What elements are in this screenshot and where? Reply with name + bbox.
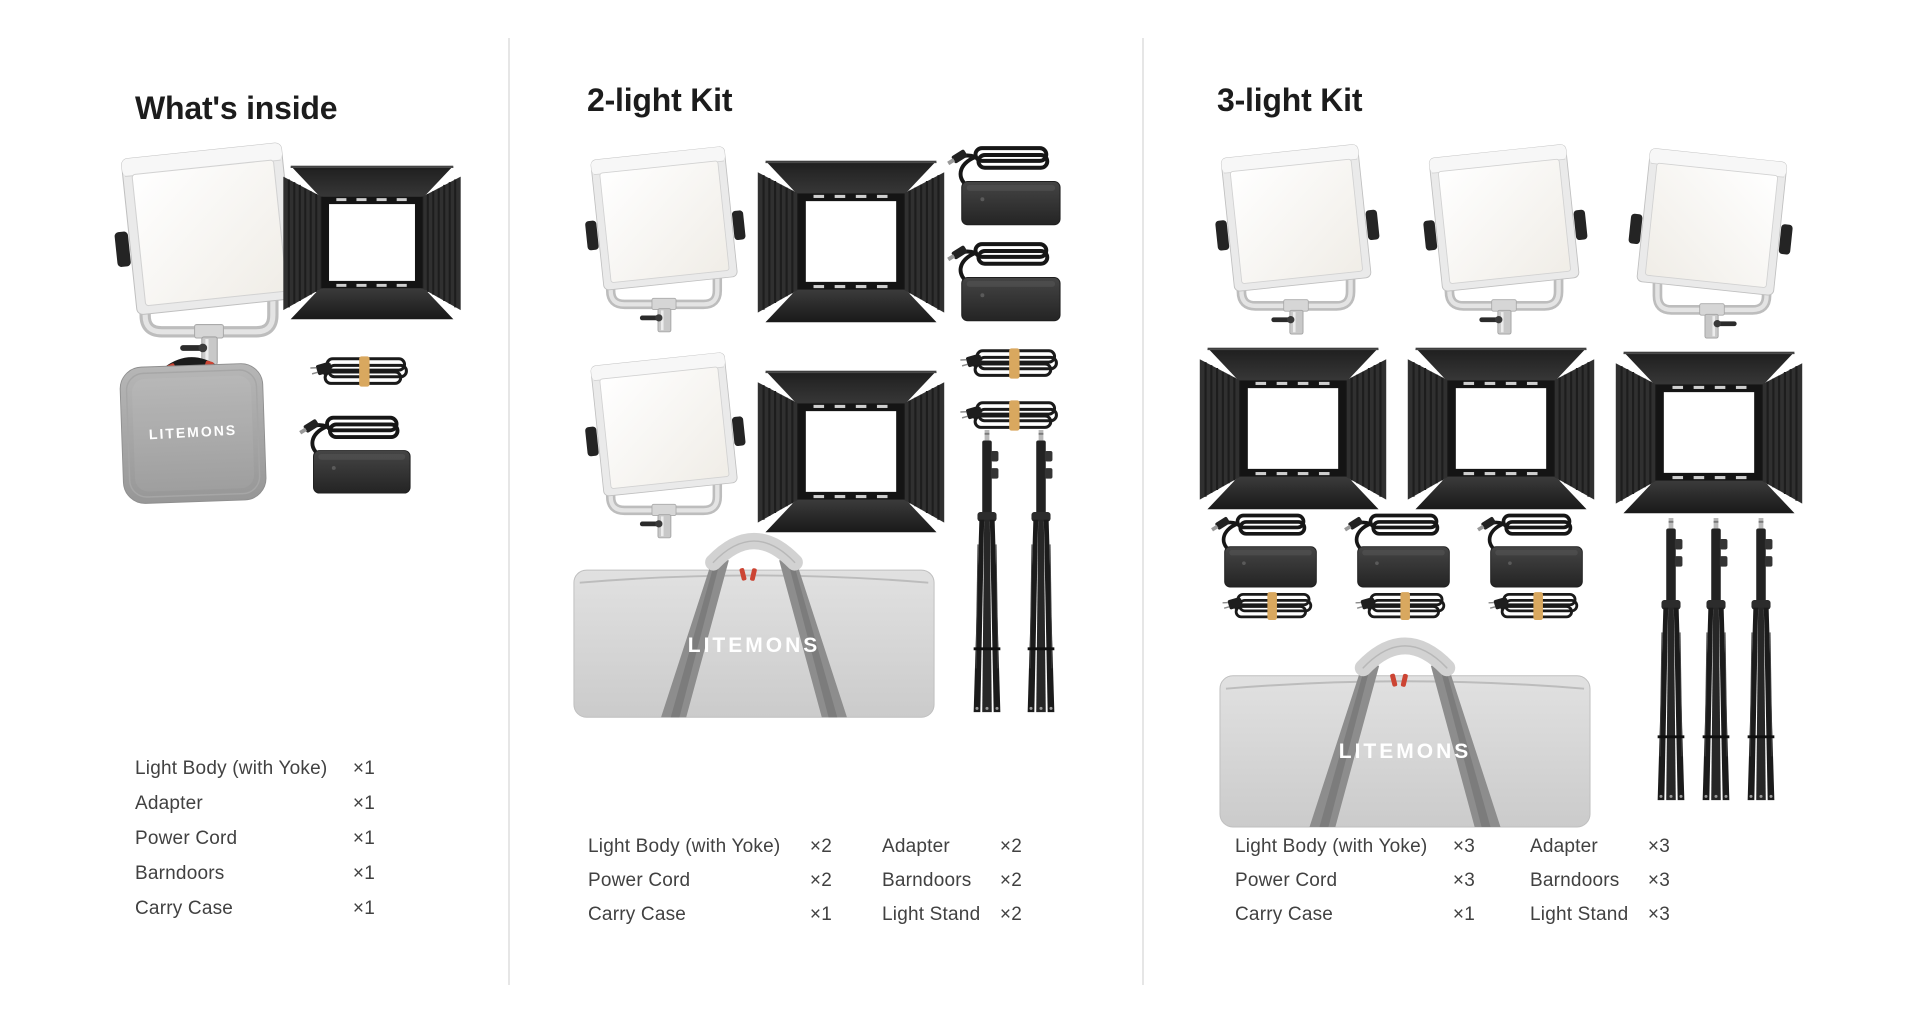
- kit-item-label: Adapter: [1530, 836, 1598, 857]
- kit-item-qty: ×2: [999, 904, 1022, 925]
- power-cord-image: [960, 398, 1064, 434]
- light-body-image: [1208, 142, 1384, 336]
- kit-item-qty: ×3: [1452, 870, 1475, 891]
- panel-divider: [508, 38, 510, 985]
- carry-bag-image: [570, 512, 938, 725]
- panel-title: 2-light Kit: [587, 82, 733, 118]
- light-stand-image: [966, 430, 1008, 716]
- adapter-image: [1476, 508, 1586, 589]
- kit-item-label: Power Cord: [588, 870, 691, 891]
- kit-item-qty: ×1: [352, 828, 375, 849]
- barndoors-image: [276, 160, 468, 325]
- kit-item-row: Adapter ×1: [135, 793, 375, 828]
- kit-item-label: Power Cord: [135, 828, 238, 849]
- kit-item-label: Light Stand: [1530, 904, 1629, 925]
- kit-item-label: Carry Case: [135, 898, 234, 919]
- items-list-col2: Adapter ×2 Barndoors ×2 Light Stand ×2: [882, 836, 1022, 938]
- items-list-col1: Light Body (with Yoke) ×2 Power Cord ×2 …: [588, 836, 832, 938]
- kit-item-qty: ×3: [1647, 870, 1670, 891]
- light-stand-image: [1695, 518, 1737, 804]
- barndoors-image: [1192, 342, 1394, 515]
- kit-item-label: Adapter: [882, 836, 950, 857]
- kit-item-label: Carry Case: [588, 904, 687, 925]
- light-stand-image: [1740, 518, 1782, 804]
- light-body-image: [1416, 142, 1592, 336]
- kit-item-qty: ×2: [999, 870, 1022, 891]
- kit-item-qty: ×2: [809, 836, 832, 857]
- kit-item-row: Light Body (with Yoke) ×2: [588, 836, 832, 870]
- kit-item-label: Light Stand: [882, 904, 981, 925]
- kit-item-label: Power Cord: [1235, 870, 1338, 891]
- kit-item-label: Adapter: [135, 793, 203, 814]
- panel-divider: [1142, 38, 1144, 985]
- litemons-logo: LITEMONS: [687, 634, 821, 657]
- kit-item-row: Power Cord ×1: [135, 828, 375, 863]
- kit-item-row: Power Cord ×2: [588, 870, 832, 904]
- kit-item-row: Light Stand ×3: [1530, 904, 1670, 938]
- items-list: Light Body (with Yoke) ×1 Adapter ×1 Pow…: [135, 758, 375, 933]
- kit-item-label: Light Body (with Yoke): [1235, 836, 1428, 857]
- light-body-image: [578, 144, 750, 334]
- items-list-col2: Adapter ×3 Barndoors ×3 Light Stand ×3: [1530, 836, 1670, 938]
- kit-item-row: Barndoors ×1: [135, 863, 375, 898]
- kit-item-qty: ×1: [352, 758, 375, 779]
- light-stand-image: [1650, 518, 1692, 804]
- kit-item-qty: ×3: [1647, 836, 1670, 857]
- kit-item-row: Barndoors ×3: [1530, 870, 1670, 904]
- kit-item-label: Carry Case: [1235, 904, 1334, 925]
- kit-item-label: Barndoors: [1530, 870, 1620, 891]
- barndoors-image: [1608, 346, 1810, 519]
- kit-item-row: Carry Case ×1: [1235, 904, 1475, 938]
- panel-title: What's inside: [135, 90, 338, 126]
- adapter-image: [298, 410, 414, 495]
- kit-item-qty: ×2: [999, 836, 1022, 857]
- kit-item-row: Light Body (with Yoke) ×1: [135, 758, 375, 793]
- adapter-image: [946, 236, 1064, 323]
- litemons-logo: LITEMONS: [1338, 740, 1472, 763]
- kit-item-row: Adapter ×2: [882, 836, 1022, 870]
- kit-item-label: Barndoors: [882, 870, 972, 891]
- kit-item-qty: ×1: [352, 863, 375, 884]
- light-stand-image: [1020, 430, 1062, 716]
- carry-bag-image: [1216, 616, 1594, 835]
- adapter-image: [946, 140, 1064, 227]
- kit-item-label: Barndoors: [135, 863, 225, 884]
- barndoors-image: [1400, 342, 1602, 515]
- kit-item-qty: ×1: [352, 793, 375, 814]
- kit-item-qty: ×1: [809, 904, 832, 925]
- kit-item-row: Barndoors ×2: [882, 870, 1022, 904]
- light-body-image: [1624, 146, 1800, 340]
- items-list-col1: Light Body (with Yoke) ×3 Power Cord ×3 …: [1235, 836, 1475, 938]
- kit-item-qty: ×2: [809, 870, 832, 891]
- kit-item-row: Adapter ×3: [1530, 836, 1670, 870]
- kit-item-label: Light Body (with Yoke): [135, 758, 328, 779]
- kit-item-qty: ×3: [1452, 836, 1475, 857]
- kit-item-row: Light Stand ×2: [882, 904, 1022, 938]
- barndoors-image: [750, 155, 952, 328]
- kit-item-label: Light Body (with Yoke): [588, 836, 781, 857]
- power-cord-image: [310, 354, 414, 390]
- power-cord-image: [960, 346, 1064, 382]
- kit-item-row: Light Body (with Yoke) ×3: [1235, 836, 1475, 870]
- kit-item-row: Carry Case ×1: [588, 904, 832, 938]
- adapter-image: [1343, 508, 1453, 589]
- kit-item-row: Power Cord ×3: [1235, 870, 1475, 904]
- kit-item-qty: ×1: [1452, 904, 1475, 925]
- kit-item-qty: ×1: [352, 898, 375, 919]
- kit-item-qty: ×3: [1647, 904, 1670, 925]
- adapter-image: [1210, 508, 1320, 589]
- panel-title: 3-light Kit: [1217, 82, 1363, 118]
- kit-item-row: Carry Case ×1: [135, 898, 375, 933]
